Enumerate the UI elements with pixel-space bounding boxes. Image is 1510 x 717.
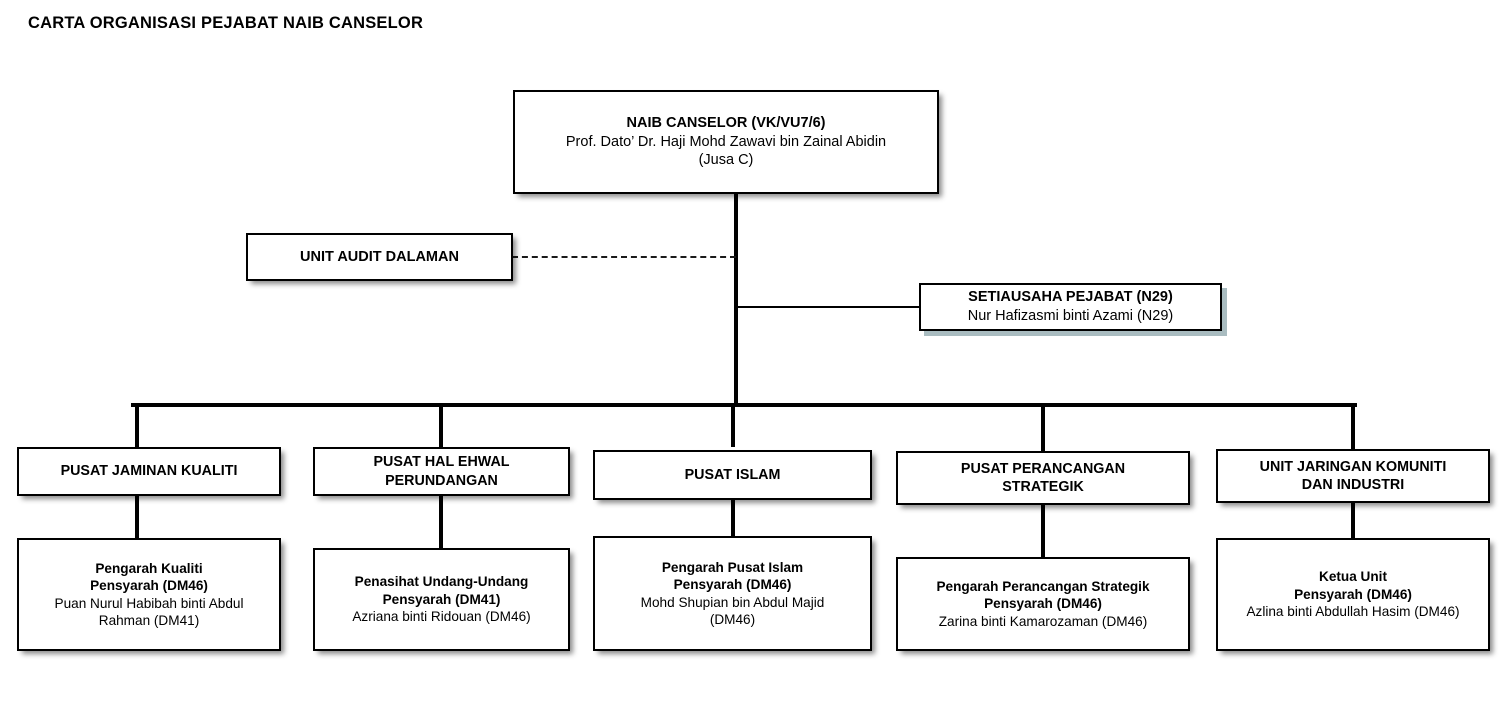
department-name-line-1: PUSAT ISLAM (684, 466, 781, 483)
person-name-line-1: Azriana binti Ridouan (DM46) (352, 609, 531, 625)
department-name-line-1: PUSAT PERANCANGAN (960, 460, 1126, 477)
person-name-line-1: Mohd Shupian bin Abdul Majid (640, 594, 825, 610)
node-unit-audit-dalaman[interactable]: UNIT AUDIT DALAMAN (246, 233, 513, 281)
node-department-pusat-islam[interactable]: PUSAT ISLAM (593, 450, 872, 500)
node-department-pusat-jaminan-kualiti[interactable]: PUSAT JAMINAN KUALITI (17, 447, 281, 496)
connector-drop-dept-3 (731, 403, 735, 447)
node-person-pusat-hal-ehwal-perundangan[interactable]: Penasihat Undang-Undang Pensyarah (DM41)… (313, 548, 570, 651)
department-name-line-1: UNIT JARINGAN KOMUNITI (1259, 458, 1447, 475)
connector-dept-1-to-person (135, 496, 139, 538)
node-naib-canselor[interactable]: NAIB CANSELOR (VK/VU7/6) Prof. Dato’ Dr.… (513, 90, 939, 194)
department-name-line-1: PUSAT HAL EHWAL (373, 454, 510, 471)
person-role-line-1: Pengarah Pusat Islam (661, 559, 804, 575)
node-title: NAIB CANSELOR (VK/VU7/6) (626, 115, 826, 132)
department-name-line-2: PERUNDANGAN (385, 472, 498, 489)
person-role-line-2: Pensyarah (DM46) (1294, 586, 1412, 602)
connector-drop-dept-4 (1041, 403, 1045, 451)
person-role-line-1: Pengarah Kualiti (95, 560, 203, 576)
node-title: SETIAUSAHA PEJABAT (N29) (968, 289, 1173, 306)
connector-drop-dept-2 (439, 403, 443, 447)
connector-dept-3-to-person (731, 500, 735, 536)
page-title: CARTA ORGANISASI PEJABAT NAIB CANSELOR (28, 14, 424, 32)
department-name-line-1: PUSAT JAMINAN KUALITI (60, 463, 238, 480)
node-person-pusat-perancangan-strategik[interactable]: Pengarah Perancangan Strategik Pensyarah… (896, 557, 1190, 651)
node-person-unit-jaringan-komuniti-dan-industri[interactable]: Ketua Unit Pensyarah (DM46) Azlina binti… (1216, 538, 1490, 651)
person-name-line-2: Rahman (DM41) (98, 612, 200, 628)
connector-drop-dept-1 (135, 403, 139, 447)
person-role-line-2: Pensyarah (DM46) (673, 577, 792, 593)
node-department-unit-jaringan-komuniti-dan-industri[interactable]: UNIT JARINGAN KOMUNITI DAN INDUSTRI (1216, 449, 1490, 503)
node-person-pusat-jaminan-kualiti[interactable]: Pengarah Kualiti Pensyarah (DM46) Puan N… (17, 538, 281, 651)
connector-audit-dashed (512, 256, 736, 258)
department-name-line-2: STRATEGIK (1002, 479, 1084, 495)
node-person-name: Prof. Dato’ Dr. Haji Mohd Zawavi bin Zai… (565, 133, 887, 150)
person-role-line-1: Penasihat Undang-Undang (354, 574, 529, 590)
node-department-pusat-perancangan-strategik[interactable]: PUSAT PERANCANGAN STRATEGIK (896, 451, 1190, 505)
node-person-pusat-islam[interactable]: Pengarah Pusat Islam Pensyarah (DM46) Mo… (593, 536, 872, 651)
node-person-grade: (Jusa C) (698, 152, 754, 169)
person-name-line-2: (DM46) (709, 611, 756, 627)
person-name-line-1: Zarina binti Kamarozaman (DM46) (938, 613, 1148, 629)
connector-drop-dept-5 (1351, 403, 1355, 451)
department-name-line-2: DAN INDUSTRI (1301, 477, 1405, 493)
connector-root-spine (734, 193, 738, 405)
node-person-name: Nur Hafizasmi binti Azami (N29) (967, 308, 1174, 324)
node-title: UNIT AUDIT DALAMAN (300, 248, 459, 265)
connector-dept-4-to-person (1041, 505, 1045, 557)
person-role-line-2: Pensyarah (DM46) (90, 578, 208, 594)
person-role-line-1: Pengarah Perancangan Strategik (936, 578, 1150, 594)
node-setiausaha-pejabat[interactable]: SETIAUSAHA PEJABAT (N29) Nur Hafizasmi b… (919, 283, 1222, 331)
person-name-line-1: Puan Nurul Habibah binti Abdul (54, 595, 244, 611)
person-role-line-2: Pensyarah (DM46) (984, 596, 1102, 612)
connector-secretary (736, 306, 920, 308)
node-department-pusat-hal-ehwal-perundangan[interactable]: PUSAT HAL EHWAL PERUNDANGAN (313, 447, 570, 496)
connector-department-bus (131, 403, 1357, 407)
connector-dept-2-to-person (439, 496, 443, 548)
person-name-line-1: Azlina binti Abdullah Hasim (DM46) (1246, 604, 1460, 620)
person-role-line-1: Ketua Unit (1319, 569, 1387, 585)
connector-dept-5-to-person (1351, 503, 1355, 538)
person-role-line-2: Pensyarah (DM41) (382, 591, 501, 607)
